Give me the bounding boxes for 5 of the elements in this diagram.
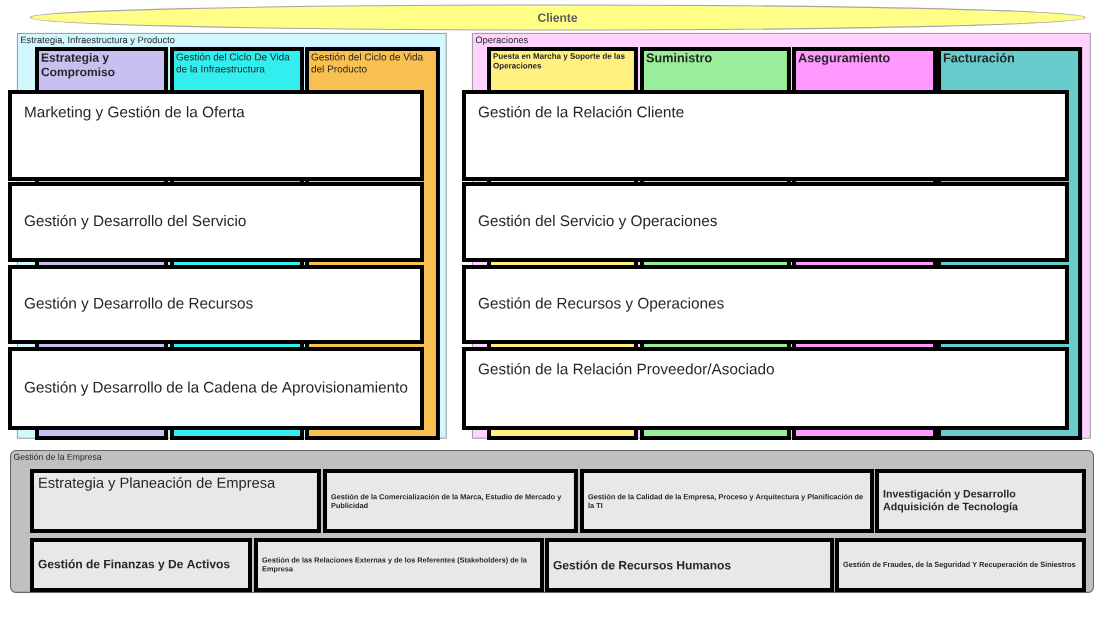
process-box: Gestión de Finanzas y De Activos — [30, 538, 252, 592]
process-box: Gestión de Recursos Humanos — [545, 538, 835, 592]
oval-banner: Cliente — [29, 4, 1086, 31]
process-box: Estrategia y Planeación de Empresa — [30, 469, 321, 533]
process-box: Investigación y Desarrollo Adquisición de Tecnología — [875, 469, 1086, 533]
